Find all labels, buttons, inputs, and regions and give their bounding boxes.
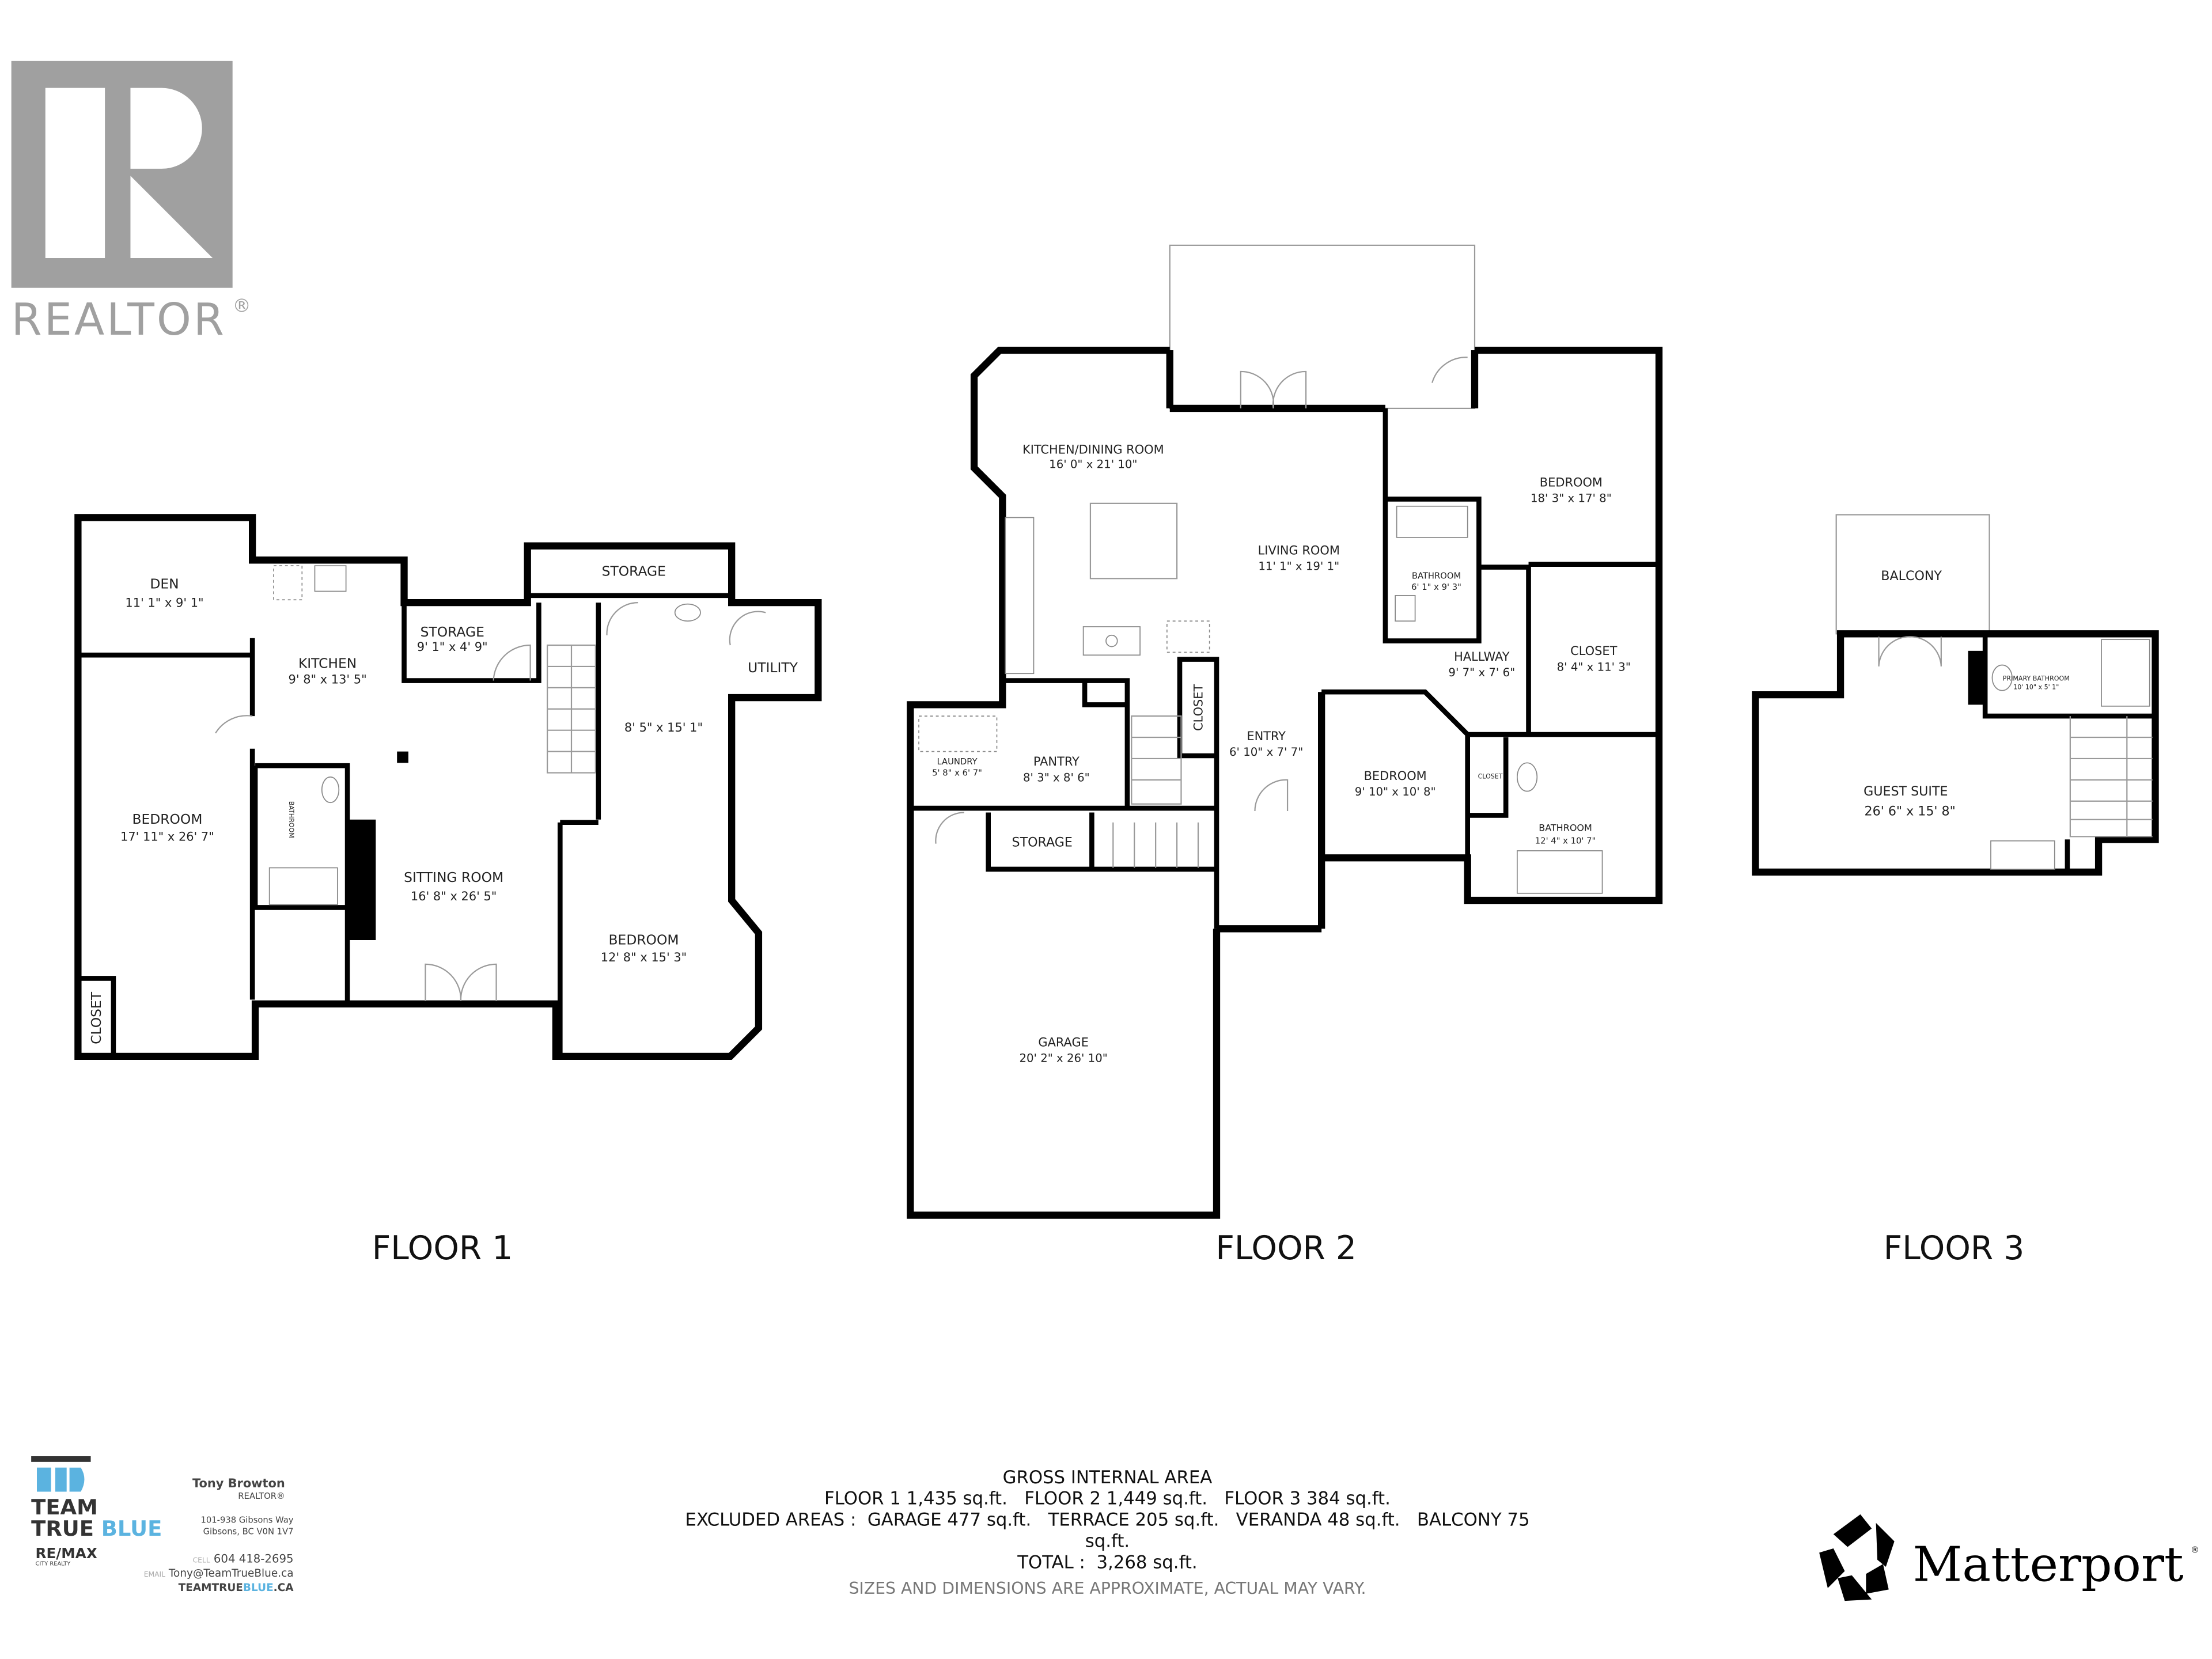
room-dimensions: 9' 10" x 10' 8": [1355, 785, 1436, 798]
brokerage: RE/MAX: [36, 1545, 97, 1562]
room-dimensions: 9' 8" x 13' 5": [289, 672, 367, 686]
svg-text:CELL 604 418-2695: CELL 604 418-2695: [193, 1552, 294, 1566]
agent-address-2: Gibsons, BC V0N 1V7: [203, 1527, 294, 1536]
room-dimensions: 20' 2" x 26' 10": [1019, 1052, 1107, 1065]
floor-1-plan: DEN 11' 1" x 9' 1" KITCHEN 9' 8" x 13' 5…: [74, 514, 822, 1267]
summary-excluded: EXCLUDED AREAS : GARAGE 477 sq.ft. TERRA…: [685, 1510, 1529, 1531]
brokerage-sub: CITY REALTY: [36, 1561, 71, 1567]
room-label: DEN: [150, 576, 179, 592]
room-dimensions: 8' 3" x 8' 6": [1023, 771, 1090, 784]
agent-email: Tony@TeamTrueBlue.ca: [168, 1567, 294, 1580]
room-label: SITTING ROOM: [404, 869, 503, 885]
room-label: BATHROOM: [1539, 822, 1592, 833]
room-label: STORAGE: [421, 624, 484, 640]
room-label: PANTRY: [1033, 755, 1080, 768]
floor-label: FLOOR 2: [1215, 1229, 1357, 1267]
matterport-logo: Matterport ®: [1819, 1514, 2199, 1601]
summary-total: TOTAL : 3,268 sq.ft.: [1017, 1552, 1197, 1573]
room-label: GUEST SUITE: [1863, 784, 1948, 799]
team-line-2-accent: BLUE: [101, 1516, 162, 1541]
room-dimensions: 18' 3" x 17' 8": [1531, 491, 1612, 505]
agent-cell: 604 418-2695: [214, 1552, 294, 1566]
room-label: BALCONY: [1881, 569, 1942, 584]
website-tld: .CA: [274, 1582, 294, 1594]
matterport-wordmark: Matterport: [1913, 1536, 2184, 1593]
room-dimensions: 9' 7" x 7' 6": [1448, 666, 1515, 679]
room-label: BATHROOM: [1412, 571, 1461, 581]
room-label: BEDROOM: [1364, 769, 1427, 783]
room-dimensions: 16' 0" x 21' 10": [1049, 457, 1137, 471]
floor-3-plan: BALCONY PRIMARY BATHROOM 10' 10" x 5' 1"…: [1752, 514, 2159, 1267]
svg-text:EMAIL Tony@TeamTrueBlue.ca: EMAIL Tony@TeamTrueBlue.ca: [144, 1567, 294, 1580]
floor-2-plan: KITCHEN/DINING ROOM 16' 0" x 21' 10" LIV…: [907, 244, 1663, 1267]
terrace-outline: [1169, 244, 1476, 410]
room-dimensions: 6' 1" x 9' 3": [1411, 582, 1461, 592]
disclaimer: SIZES AND DIMENSIONS ARE APPROXIMATE, AC…: [849, 1579, 1366, 1598]
room-label: STORAGE: [602, 563, 666, 579]
room-label: CLOSET: [1478, 772, 1503, 780]
room-label: CLOSET: [88, 991, 104, 1044]
room-label: KITCHEN: [298, 655, 357, 671]
agent-card: TEAM TRUE BLUE RE/MAX CITY REALTY Tony B…: [31, 1456, 294, 1594]
room-dimensions: 9' 1" x 4' 9": [417, 640, 488, 654]
website-accent: BLUE: [243, 1582, 274, 1594]
room-label: ENTRY: [1247, 729, 1286, 743]
room-dimensions: 17' 11" x 26' 7": [120, 830, 214, 844]
room-label: CLOSET: [1191, 684, 1205, 730]
room-dimensions: 11' 1" x 19' 1": [1258, 560, 1339, 573]
matterport-icon: [1819, 1514, 1895, 1601]
room-label: BEDROOM: [132, 811, 202, 827]
agent-title: REALTOR®: [238, 1491, 285, 1501]
floor-label: FLOOR 1: [372, 1229, 513, 1267]
room-label: LIVING ROOM: [1258, 543, 1340, 557]
room-dimensions: 16' 8" x 26' 5": [411, 889, 497, 903]
room-dimensions: 26' 6" x 15' 8": [1865, 804, 1956, 819]
team-line-2: TRUE: [31, 1516, 94, 1541]
room-dimensions: 8' 4" x 11' 3": [1557, 660, 1631, 673]
summary-title: GROSS INTERNAL AREA: [1003, 1467, 1213, 1488]
room-label: GARAGE: [1038, 1036, 1089, 1050]
cell-label: CELL: [193, 1556, 210, 1565]
room-label: KITCHEN/DINING ROOM: [1022, 443, 1164, 457]
floor-label: FLOOR 3: [1884, 1229, 2025, 1267]
email-label: EMAIL: [144, 1570, 165, 1578]
svg-text:TEAMTRUEBLUE.CA: TEAMTRUEBLUE.CA: [179, 1582, 294, 1594]
area-summary: GROSS INTERNAL AREA FLOOR 1 1,435 sq.ft.…: [685, 1467, 1529, 1598]
room-label: BATHROOM: [287, 801, 295, 838]
team-true-blue-logo: TEAM TRUE BLUE RE/MAX CITY REALTY: [31, 1456, 162, 1567]
agent-address-1: 101-938 Gibsons Way: [200, 1516, 293, 1525]
room-dimensions: 8' 5" x 15' 1": [624, 721, 703, 734]
room-label: HALLWAY: [1454, 650, 1510, 664]
room-label: CLOSET: [1570, 644, 1617, 658]
room-label: BEDROOM: [1540, 475, 1603, 489]
room-label: LAUNDRY: [937, 757, 978, 767]
realtor-wordmark: REALTOR: [12, 294, 224, 345]
room-dimensions: 12' 4" x 10' 7": [1535, 836, 1596, 846]
summary-excluded-wrap: sq.ft.: [1085, 1531, 1130, 1552]
svg-text:TRUE BLUE: TRUE BLUE: [31, 1516, 162, 1541]
website: TEAMTRUE: [179, 1582, 243, 1594]
team-line-1: TEAM: [31, 1495, 98, 1520]
room-label: UTILITY: [748, 660, 798, 676]
room-dimensions: 6' 10" x 7' 7": [1229, 745, 1303, 759]
room-dimensions: 11' 1" x 9' 1": [125, 596, 203, 610]
agent-name: Tony Browton: [192, 1476, 285, 1490]
room-dimensions: 12' 8" x 15' 3": [601, 950, 687, 964]
room-label: BEDROOM: [609, 931, 679, 948]
summary-floors: FLOOR 1 1,435 sq.ft. FLOOR 2 1,449 sq.ft…: [824, 1488, 1391, 1509]
room-label: PRIMARY BATHROOM: [2003, 675, 2070, 683]
registered-mark: ®: [233, 295, 251, 317]
room-dimensions: 10' 10" x 5' 1": [2013, 683, 2059, 691]
room-label: STORAGE: [1012, 835, 1073, 850]
realtor-logo: REALTOR ®: [12, 60, 251, 345]
room-dimensions: 5' 8" x 6' 7": [932, 768, 982, 778]
matterport-registered-mark: ®: [2191, 1545, 2199, 1555]
